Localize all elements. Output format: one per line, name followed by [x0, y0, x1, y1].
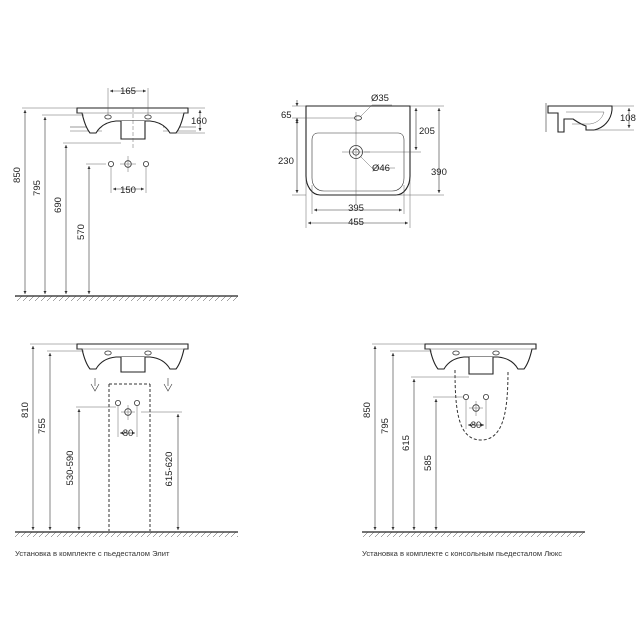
dim-755: 755: [37, 418, 48, 434]
dim-690: 690: [53, 197, 64, 213]
tap-hole: [354, 115, 362, 121]
dim-850-lux: 850: [362, 402, 373, 418]
siphon-front-3: [468, 357, 494, 375]
floor-hatch: [15, 296, 238, 301]
basin-side-bowl: [566, 111, 605, 125]
dim-205: 205: [419, 126, 435, 137]
basin-front-3: [424, 343, 537, 370]
dim-150: 150: [120, 185, 136, 196]
dim-795: 795: [32, 180, 43, 196]
dim-80-elite: 80: [123, 428, 134, 439]
dim-850: 850: [12, 167, 23, 183]
side-view: 108: [545, 103, 636, 133]
tap-hole-right: [144, 114, 152, 120]
dim-530-590: 530-590: [65, 451, 76, 486]
dim-165: 165: [120, 86, 136, 97]
water-inlet-left: [108, 160, 115, 167]
floor-hatch-2: [15, 532, 238, 537]
dim-395: 395: [348, 203, 364, 214]
arrow-down-left: [90, 378, 100, 392]
pedestal-elite-outline: [108, 383, 151, 531]
basin-front: [76, 107, 189, 134]
dim-585-lux: 585: [423, 455, 434, 471]
basin-side: [547, 105, 613, 133]
pedestal-elite-view: 80 810 755 530-590 615-620 Установка в к…: [15, 343, 238, 558]
dim-65: 65: [281, 110, 292, 121]
basin-front-2: [76, 343, 189, 370]
pedestal-lux-view: 80 850 795 615 585 Установка в комплекте…: [362, 343, 585, 558]
floor-hatch-3: [362, 532, 585, 537]
basin-plan-bowl: [311, 132, 405, 192]
caption-elite: Установка в комплекте с пьедесталом Элит: [15, 549, 170, 558]
dim-795-lux: 795: [380, 418, 391, 434]
dim-160: 160: [191, 116, 207, 127]
dim-d35: Ø35: [371, 93, 389, 104]
dim-d46: Ø46: [372, 163, 390, 174]
tap-hole-left: [104, 114, 112, 120]
arrow-down-right: [163, 378, 173, 392]
dim-390: 390: [431, 167, 447, 178]
pedestal-lux-outline: [454, 369, 509, 441]
siphon-front-2: [120, 357, 146, 373]
dim-570: 570: [76, 224, 87, 240]
dim-80-lux: 80: [471, 420, 482, 431]
front-view: 165 160 850 795 690 570 150: [12, 86, 238, 301]
dim-615-620: 615-620: [164, 452, 175, 487]
dim-108: 108: [620, 113, 636, 124]
dim-455: 455: [348, 217, 364, 228]
plan-view: Ø35 Ø46 65 230 205 390 395 455: [278, 93, 447, 228]
caption-lux: Установка в комплекте с консольным пьеде…: [362, 549, 562, 558]
dim-810: 810: [20, 402, 31, 418]
dim-230: 230: [278, 156, 294, 167]
water-inlet-right: [142, 160, 149, 167]
dim-615-lux: 615: [401, 435, 412, 451]
